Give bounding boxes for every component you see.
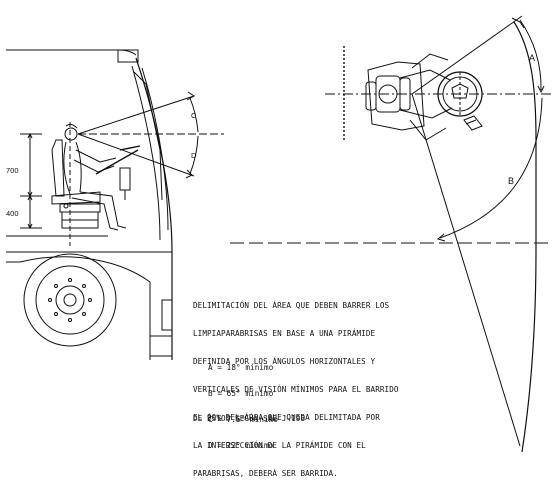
angle-label-c: C [191,111,197,120]
angle-values: A = 18° mínimo B = 65° mínimo C = 7.5° m… [208,347,278,459]
description-line: LIMPIAPARABRISAS EN BASE A UNA PIRÁMIDE [193,329,376,339]
driver-figure [51,123,141,231]
top-sight-lines [411,15,545,453]
dimension-label-700: 700 [6,166,19,175]
angle-value-b: B = 65° mínimo [208,388,274,398]
angle-value-a: A = 18° mínimo [208,363,274,373]
conclusion-line: PARABRISAS, DEBERÁ SER BARRIDA. [193,469,338,479]
angle-value-c: C = 7.5° mínimo [208,414,279,424]
angle-label-a: A [529,53,535,63]
description-line: DELIMITACIÓN DEL ÁREA QUE DEBEN BARRER L… [193,300,390,310]
description-line: DE ÉSTOS SEGÚN SAE J-198 [193,413,306,423]
dimension-label-400: 400 [6,209,19,218]
angle-value-d: D = 22° mínimo [208,440,274,450]
angle-label-b: B [508,176,514,186]
description-text: DELIMITACIÓN DEL ÁREA QUE DEBEN BARRER L… [193,282,399,433]
conclusion-line: LA INTERSECCIÓN DE LA PIRÁMIDE CON EL [193,441,366,451]
front-wheel [23,253,117,347]
angle-label-d: D [191,151,197,160]
description-line: DEFINIDA POR LOS ÁNGULOS HORIZONTALES Y [193,357,376,367]
driver-top-view [365,53,483,141]
description-line: VERTICALES DE VISIÓN MÍNIMOS PARA EL BAR… [193,385,399,395]
top-view-axes [230,46,553,244]
dimension-lines [20,132,42,230]
conclusion-line: EL 90% DEL ÁREA QUE QUEDA DELIMITADA POR [193,412,380,422]
bus-side-view [6,49,173,360]
technical-drawing: 700 400 C D [6,15,553,453]
conclusion-text: EL 90% DEL ÁREA QUE QUEDA DELIMITADA POR… [193,394,380,488]
side-sight-lines [69,91,224,246]
